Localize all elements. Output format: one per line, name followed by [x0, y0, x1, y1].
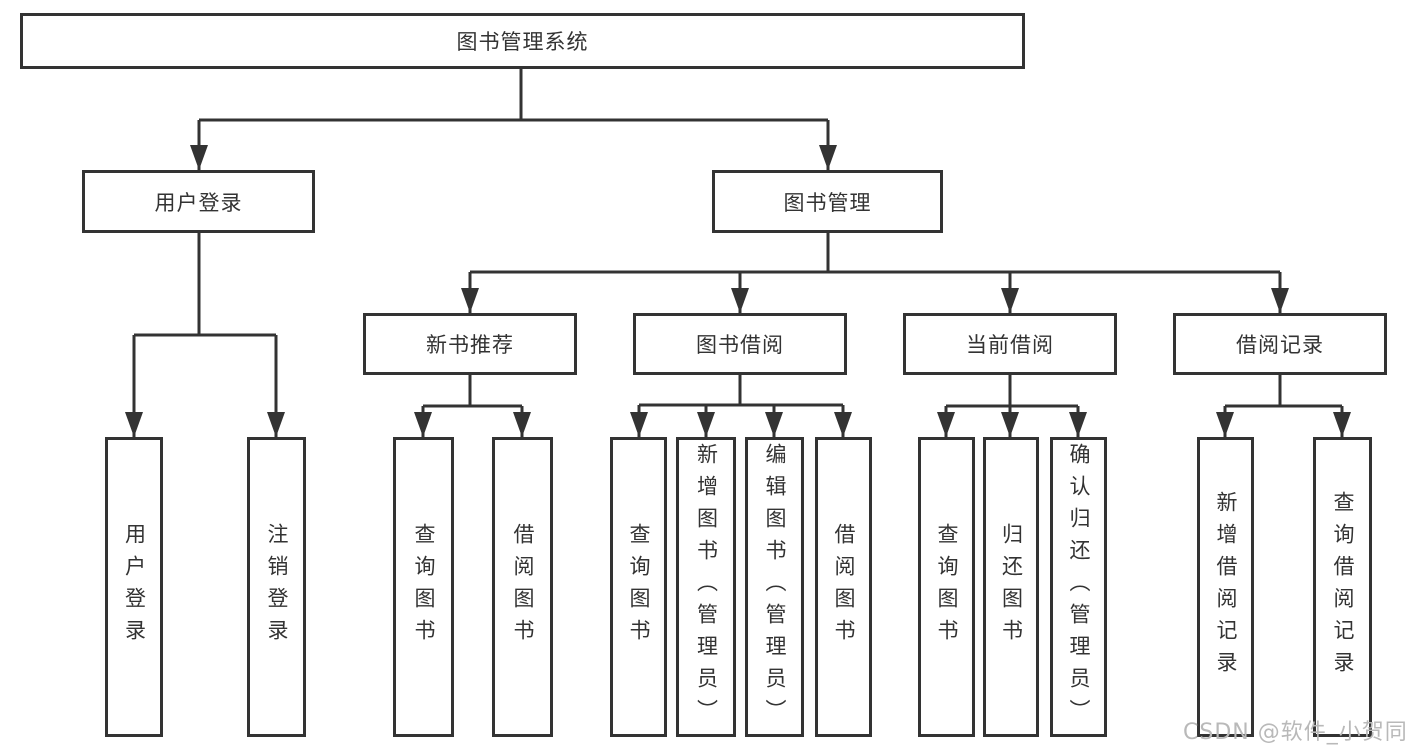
connector-user-login-children: [125, 231, 285, 437]
node-new-book-recommend: 新书推荐: [363, 313, 577, 375]
connector-book-management-children: [461, 231, 1289, 313]
leaf-borrow-borrow-book: 借阅图书: [815, 437, 872, 737]
leaf-recommend-borrow-book-label: 借阅图书: [511, 523, 535, 651]
connector-book-borrow-children: [630, 373, 852, 437]
leaf-records-query-record-label: 查询借阅记录: [1331, 491, 1355, 683]
leaf-recommend-borrow-book: 借阅图书: [492, 437, 553, 737]
leaf-user-login: 用户登录: [105, 437, 163, 737]
leaf-logout: 注销登录: [247, 437, 306, 737]
leaf-borrow-borrow-book-label: 借阅图书: [832, 523, 856, 651]
leaf-records-add-record-label: 新增借阅记录: [1214, 491, 1238, 683]
leaf-borrow-query-book: 查询图书: [610, 437, 667, 737]
leaf-current-confirm-return-label: 确认归还（管理员）: [1067, 443, 1091, 731]
leaf-current-query-book: 查询图书: [918, 437, 975, 737]
leaf-user-login-label: 用户登录: [122, 523, 147, 651]
leaf-borrow-query-book-label: 查询图书: [627, 523, 651, 651]
leaf-current-return-book-label: 归还图书: [999, 523, 1024, 651]
leaf-recommend-query-book: 查询图书: [393, 437, 454, 737]
connector-borrow-records-children: [1216, 373, 1351, 437]
watermark: CSDN @软件_小贺同学: [1183, 720, 1405, 745]
connector-root-to-level2: [190, 66, 837, 170]
connector-new-book-recommend-children: [414, 373, 531, 437]
leaf-records-add-record: 新增借阅记录: [1197, 437, 1254, 737]
connector-current-borrow-children: [937, 373, 1087, 437]
node-library-management-system: 图书管理系统: [20, 13, 1025, 69]
leaf-borrow-add-book: 新增图书（管理员）: [676, 437, 736, 737]
leaf-borrow-edit-book: 编辑图书（管理员）: [745, 437, 804, 737]
leaf-current-return-book: 归还图书: [983, 437, 1039, 737]
leaf-logout-label: 注销登录: [265, 523, 289, 651]
node-book-management: 图书管理: [712, 170, 943, 233]
leaf-borrow-edit-book-label: 编辑图书（管理员）: [763, 443, 787, 731]
node-borrow-records: 借阅记录: [1173, 313, 1387, 375]
leaf-current-query-book-label: 查询图书: [935, 523, 959, 651]
node-user-login: 用户登录: [82, 170, 315, 233]
node-book-borrow: 图书借阅: [633, 313, 847, 375]
leaf-records-query-record: 查询借阅记录: [1313, 437, 1372, 737]
node-current-borrow: 当前借阅: [903, 313, 1117, 375]
leaf-borrow-add-book-label: 新增图书（管理员）: [694, 443, 719, 731]
leaf-recommend-query-book-label: 查询图书: [412, 523, 436, 651]
leaf-current-confirm-return: 确认归还（管理员）: [1050, 437, 1107, 737]
